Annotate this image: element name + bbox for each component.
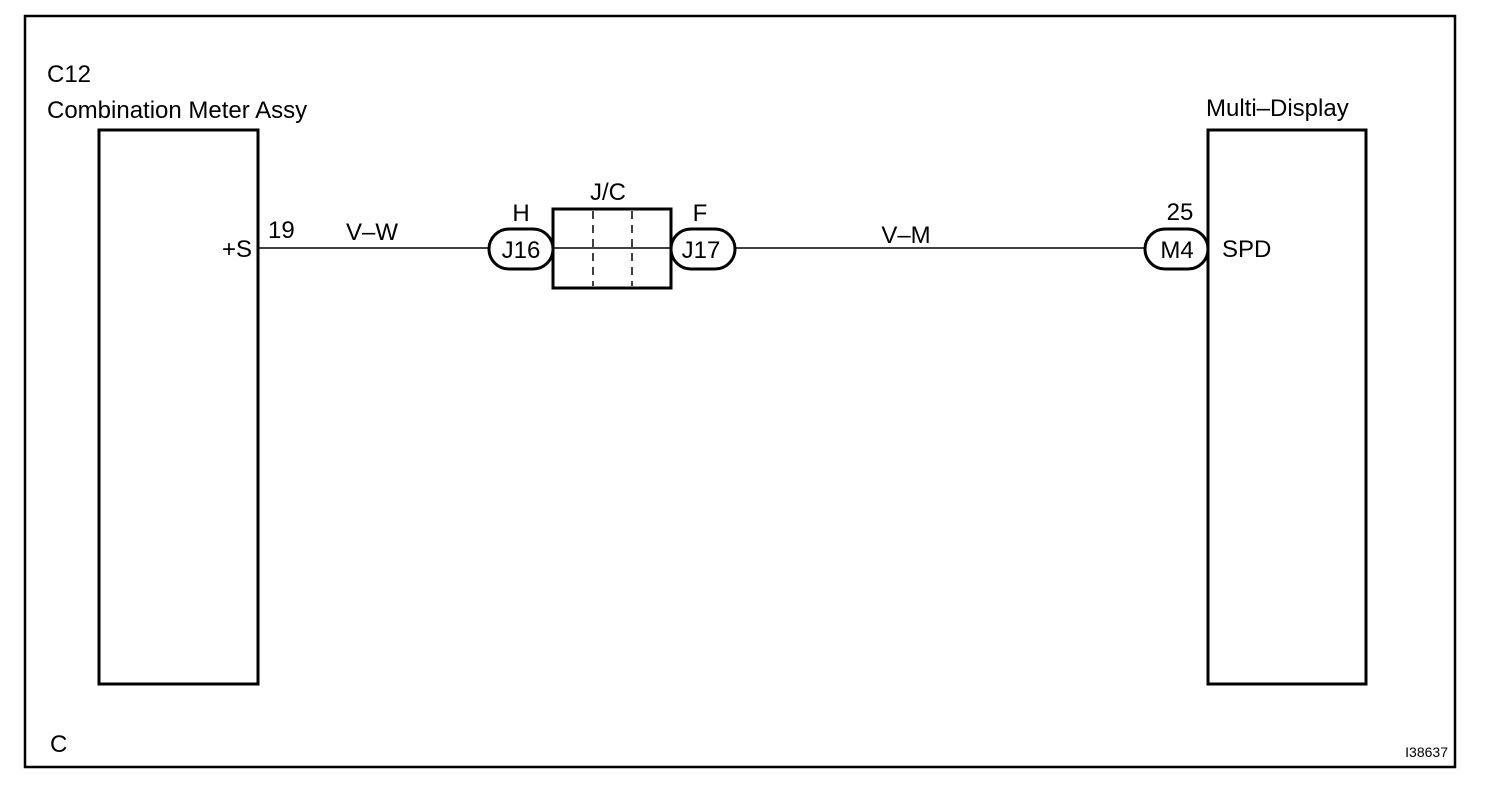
junction-label: J/C xyxy=(590,179,626,206)
connector-j16-label: J16 xyxy=(502,237,541,264)
diagram-frame xyxy=(23,14,1457,769)
left-pin-number: 19 xyxy=(268,217,295,244)
junction-left-pin: H xyxy=(512,200,529,227)
wire-right-color-label: V–M xyxy=(881,222,930,249)
left-component-box xyxy=(97,128,260,686)
right-pin-number: 25 xyxy=(1167,199,1194,226)
connector-j17-label: J17 xyxy=(682,237,721,264)
left-component-name: Combination Meter Assy xyxy=(47,97,307,124)
connector-m4-label: M4 xyxy=(1160,237,1193,264)
wire-left-color-label: V–W xyxy=(346,219,398,246)
left-terminal-label: +S xyxy=(222,236,252,263)
right-component-box xyxy=(1206,128,1368,686)
right-terminal-label: SPD xyxy=(1222,236,1271,263)
connector-j16-outline xyxy=(487,227,555,271)
junction-right-pin: F xyxy=(693,200,708,227)
left-component-code: C12 xyxy=(47,61,91,88)
connector-j17-outline xyxy=(669,227,737,271)
figure-id: I38637 xyxy=(1405,744,1448,760)
corner-letter: C xyxy=(50,731,67,758)
right-component-name: Multi–Display xyxy=(1206,95,1349,122)
connector-m4-outline xyxy=(1143,227,1210,271)
